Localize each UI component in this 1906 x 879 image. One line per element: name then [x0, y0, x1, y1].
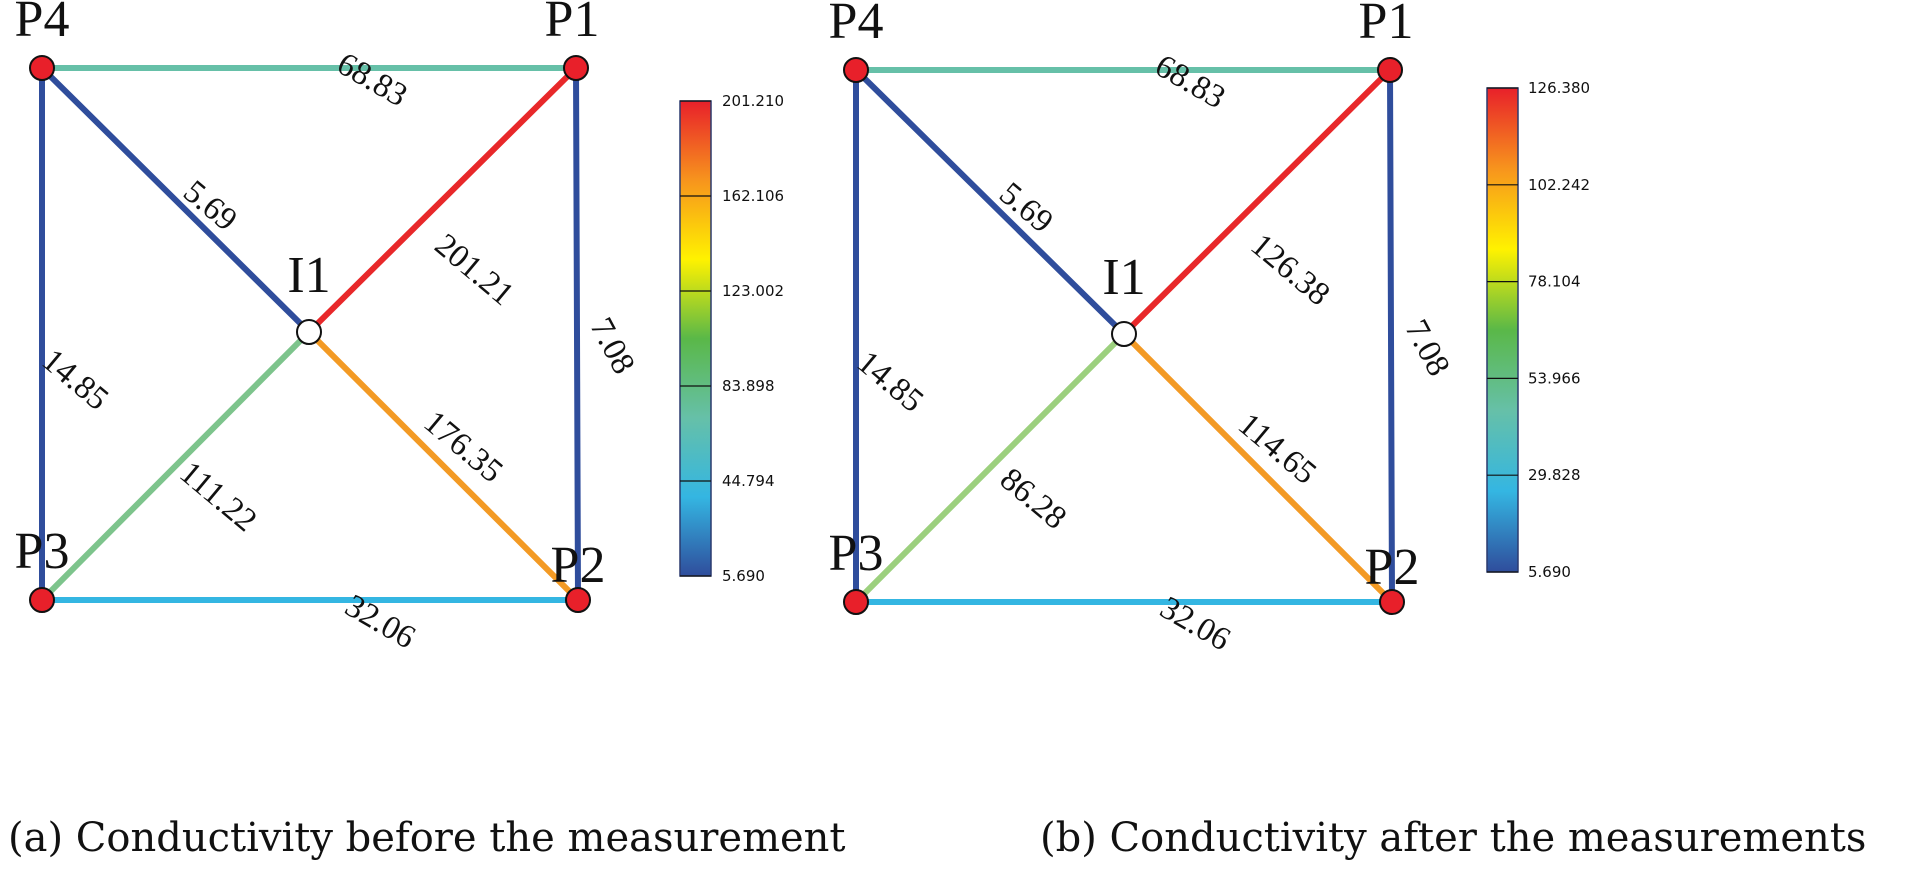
colorbar-tick-label: 83.898	[722, 377, 775, 395]
colorbar: 126.380 102.242 78.104 53.966 29.828 5.690	[1486, 79, 1590, 581]
edge-label: 68.83	[331, 46, 413, 114]
colorbar-tick-label: 102.242	[1528, 176, 1590, 194]
node-p3	[29, 587, 55, 613]
colorbar-scale	[679, 100, 712, 577]
node-label-p3: P3	[829, 525, 884, 582]
node-label-i1: I1	[287, 247, 330, 304]
edge-p4-i1	[853, 67, 1127, 337]
node-p2	[565, 587, 591, 613]
panel-b: 68.835.69126.387.0814.8586.28114.6532.06…	[829, 0, 1590, 658]
colorbar-tick-label: 123.002	[722, 282, 784, 300]
edge-label: 7.08	[583, 312, 642, 380]
panel-a: 68.835.69201.217.0814.85111.22176.3532.0…	[15, 0, 784, 656]
edge-i1-p2	[306, 329, 581, 603]
colorbar-tick-label: 5.690	[722, 567, 765, 585]
colorbar-tick-label: 201.210	[722, 92, 784, 110]
node-label-p4: P4	[15, 0, 70, 48]
node-label-p4: P4	[829, 0, 884, 50]
colorbar-tick-label: 29.828	[1528, 466, 1581, 484]
node-p1	[563, 55, 589, 81]
edge-label: 7.08	[1398, 314, 1457, 382]
edge-label: 126.38	[1244, 227, 1337, 313]
caption-a: (a) Conductivity before the measurement	[8, 815, 846, 861]
edges	[39, 65, 581, 603]
colorbar-tick-label: 5.690	[1528, 563, 1571, 581]
node-p1	[1377, 57, 1403, 83]
edge-p4-i1	[39, 65, 312, 335]
edge-i1-p3	[853, 331, 1127, 605]
node-p2	[1379, 589, 1405, 615]
node-label-p3: P3	[15, 523, 70, 580]
node-p3	[843, 589, 869, 615]
node-p4	[29, 55, 55, 81]
edge-label: 176.35	[417, 404, 510, 490]
node-label-i1: I1	[1102, 249, 1145, 306]
node-p4	[843, 57, 869, 83]
edge-label: 5.69	[992, 176, 1059, 241]
edge-p1-p2	[1387, 67, 1395, 605]
colorbar-tick-label: 162.106	[722, 187, 784, 205]
edge-label: 14.85	[850, 344, 930, 419]
colorbar-scale	[1486, 87, 1519, 573]
colorbar-tick-label: 53.966	[1528, 369, 1581, 387]
colorbar-tick-label: 126.380	[1528, 79, 1590, 97]
edge-i1-p2	[1121, 331, 1395, 605]
edge-p1-i1	[1121, 67, 1393, 337]
edge-label: 111.22	[173, 455, 264, 539]
caption-b: (b) Conductivity after the measurements	[1040, 815, 1867, 861]
node-label-p2: P2	[551, 537, 606, 594]
edges	[853, 67, 1395, 605]
colorbar-tick-label: 78.104	[1528, 273, 1581, 291]
node-i1	[296, 319, 322, 345]
edge-p1-i1	[306, 65, 579, 335]
colorbar: 201.210 162.106 123.002 83.898 44.794 5.690	[679, 92, 784, 585]
node-label-p1: P1	[1359, 0, 1414, 50]
colorbar-tick-label: 44.794	[722, 472, 775, 490]
edge-i1-p3	[39, 329, 312, 603]
edge-label: 5.69	[176, 174, 243, 239]
edge-label: 14.85	[35, 342, 115, 417]
node-label-p2: P2	[1365, 539, 1420, 596]
node-label-p1: P1	[545, 0, 600, 48]
edge-label: 86.28	[993, 461, 1073, 536]
node-i1	[1111, 321, 1137, 347]
edge-label: 114.65	[1231, 406, 1323, 491]
edge-label: 201.21	[428, 227, 521, 313]
edge-p1-p2	[573, 65, 581, 603]
edge-label: 68.83	[1149, 48, 1231, 116]
